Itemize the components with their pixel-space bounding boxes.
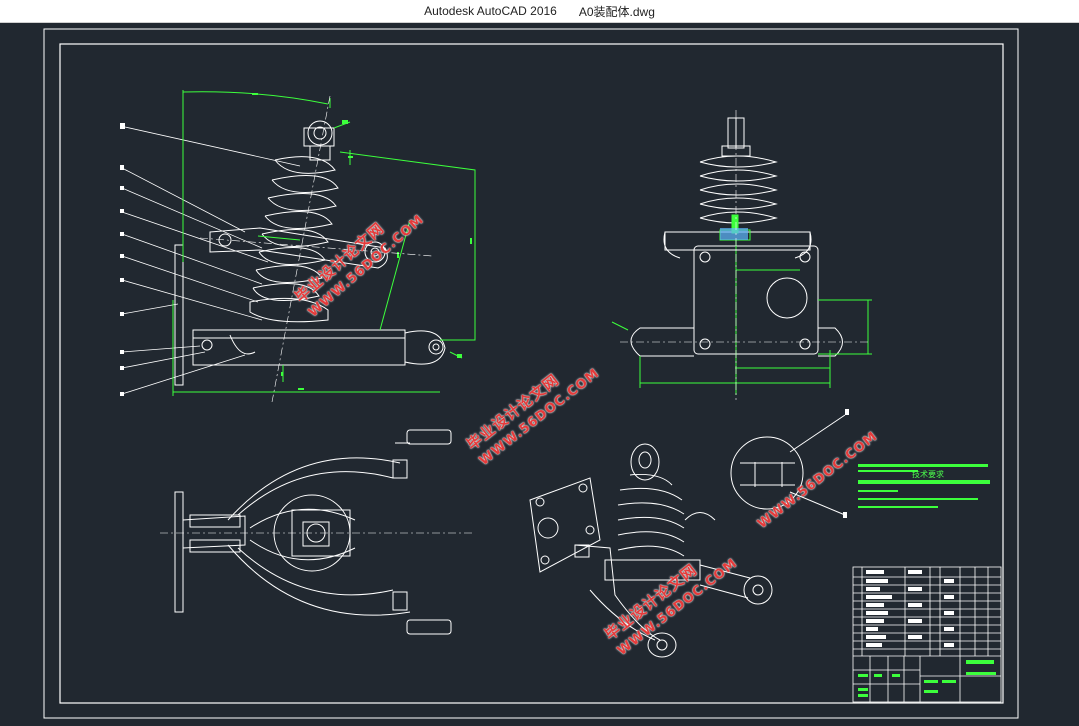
detail-view xyxy=(730,414,846,516)
inner-frame xyxy=(59,43,1004,704)
file-name: A0装配体.dwg xyxy=(578,4,655,19)
drawing-canvas[interactable]: 技术要求 毕业设计论文网 WWW.56DOC.COM 毕业设计论文网 WWW.5… xyxy=(0,23,1079,726)
front-view-balloons xyxy=(120,123,125,396)
front-view xyxy=(174,120,446,386)
cad-drawing xyxy=(43,28,1019,719)
parts-list xyxy=(852,566,1002,703)
front-view-leaders xyxy=(121,126,301,395)
outer-frame xyxy=(43,28,1019,719)
tech-notes xyxy=(858,464,990,508)
parts-list-text xyxy=(866,570,954,647)
isometric-view xyxy=(529,443,773,658)
tech-requirements-title: 技术要求 xyxy=(912,470,944,479)
side-view-dimensions xyxy=(611,240,872,395)
front-view-dimensions xyxy=(172,90,476,396)
top-view xyxy=(174,429,452,635)
title-block-green xyxy=(858,660,996,697)
app-name: Autodesk AutoCAD 2016 xyxy=(424,4,557,18)
window-title-bar: Autodesk AutoCAD 2016 A0装配体.dwg xyxy=(0,0,1079,23)
